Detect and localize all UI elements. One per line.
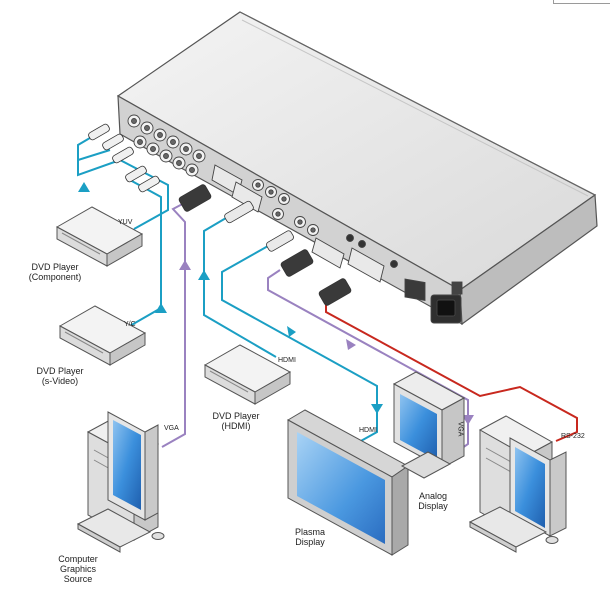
label-cable-rs232: RS-232 [561, 433, 585, 440]
computer-graphics-source [76, 411, 165, 553]
label-dvd-svideo: DVD Player (s-Video) [20, 366, 100, 386]
cable-hdmi-in [203, 217, 277, 358]
flow-arrows [78, 182, 383, 414]
cable-yc [127, 179, 162, 328]
label-cable-vga-out: VGA [456, 421, 464, 437]
dvd-player-component [55, 206, 144, 267]
label-analog-name: Analog [418, 491, 448, 501]
label-plasma-sub: Display [295, 537, 325, 547]
cable-vga-in [161, 199, 191, 448]
label-computer-name: Computer [58, 554, 98, 564]
cable-vga-out [267, 269, 469, 452]
label-computer-sub: Graphics [59, 564, 96, 574]
label-dvd-hdmi: DVD Player (HDMI) [196, 411, 276, 431]
label-cable-hdmi-out: HDMI [359, 427, 377, 434]
label-cable-yc: Y/C [124, 321, 136, 328]
cable-hdmi-out [221, 245, 378, 448]
analog-display [392, 371, 466, 479]
label-cable-vga-in: VGA [164, 425, 179, 432]
label-dvd-svideo-name: DVD Player [36, 366, 84, 376]
label-dvd-hdmi-name: DVD Player [212, 411, 260, 421]
flow-arrows-purple [179, 260, 474, 425]
label-plasma-name: Plasma [294, 527, 325, 537]
control-computer [468, 415, 567, 553]
dvd-player-svideo [58, 305, 147, 366]
label-dvd-component-sub: (Component) [28, 272, 82, 282]
label-computer-sub2: Source [63, 574, 93, 584]
dvd-player-hdmi [203, 344, 292, 405]
label-cable-yuv: YUV [118, 219, 133, 226]
label-dvd-svideo-sub: (s-Video) [41, 376, 79, 386]
label-dvd-component-name: DVD Player [31, 262, 79, 272]
label-dvd-component: DVD Player (Component) [15, 262, 95, 282]
rear-panel-connectors [127, 114, 463, 324]
label-analog-sub: Display [418, 501, 448, 511]
label-computer: Computer Graphics Source [38, 554, 118, 584]
cable-plugs [88, 123, 352, 306]
label-analog: Analog Display [403, 491, 463, 511]
cable-rs232 [325, 300, 578, 442]
label-dvd-hdmi-sub: (HDMI) [221, 421, 251, 431]
label-plasma: Plasma Display [280, 527, 340, 547]
label-cable-hdmi-in: HDMI [278, 357, 296, 364]
corner-frame [553, 0, 610, 4]
